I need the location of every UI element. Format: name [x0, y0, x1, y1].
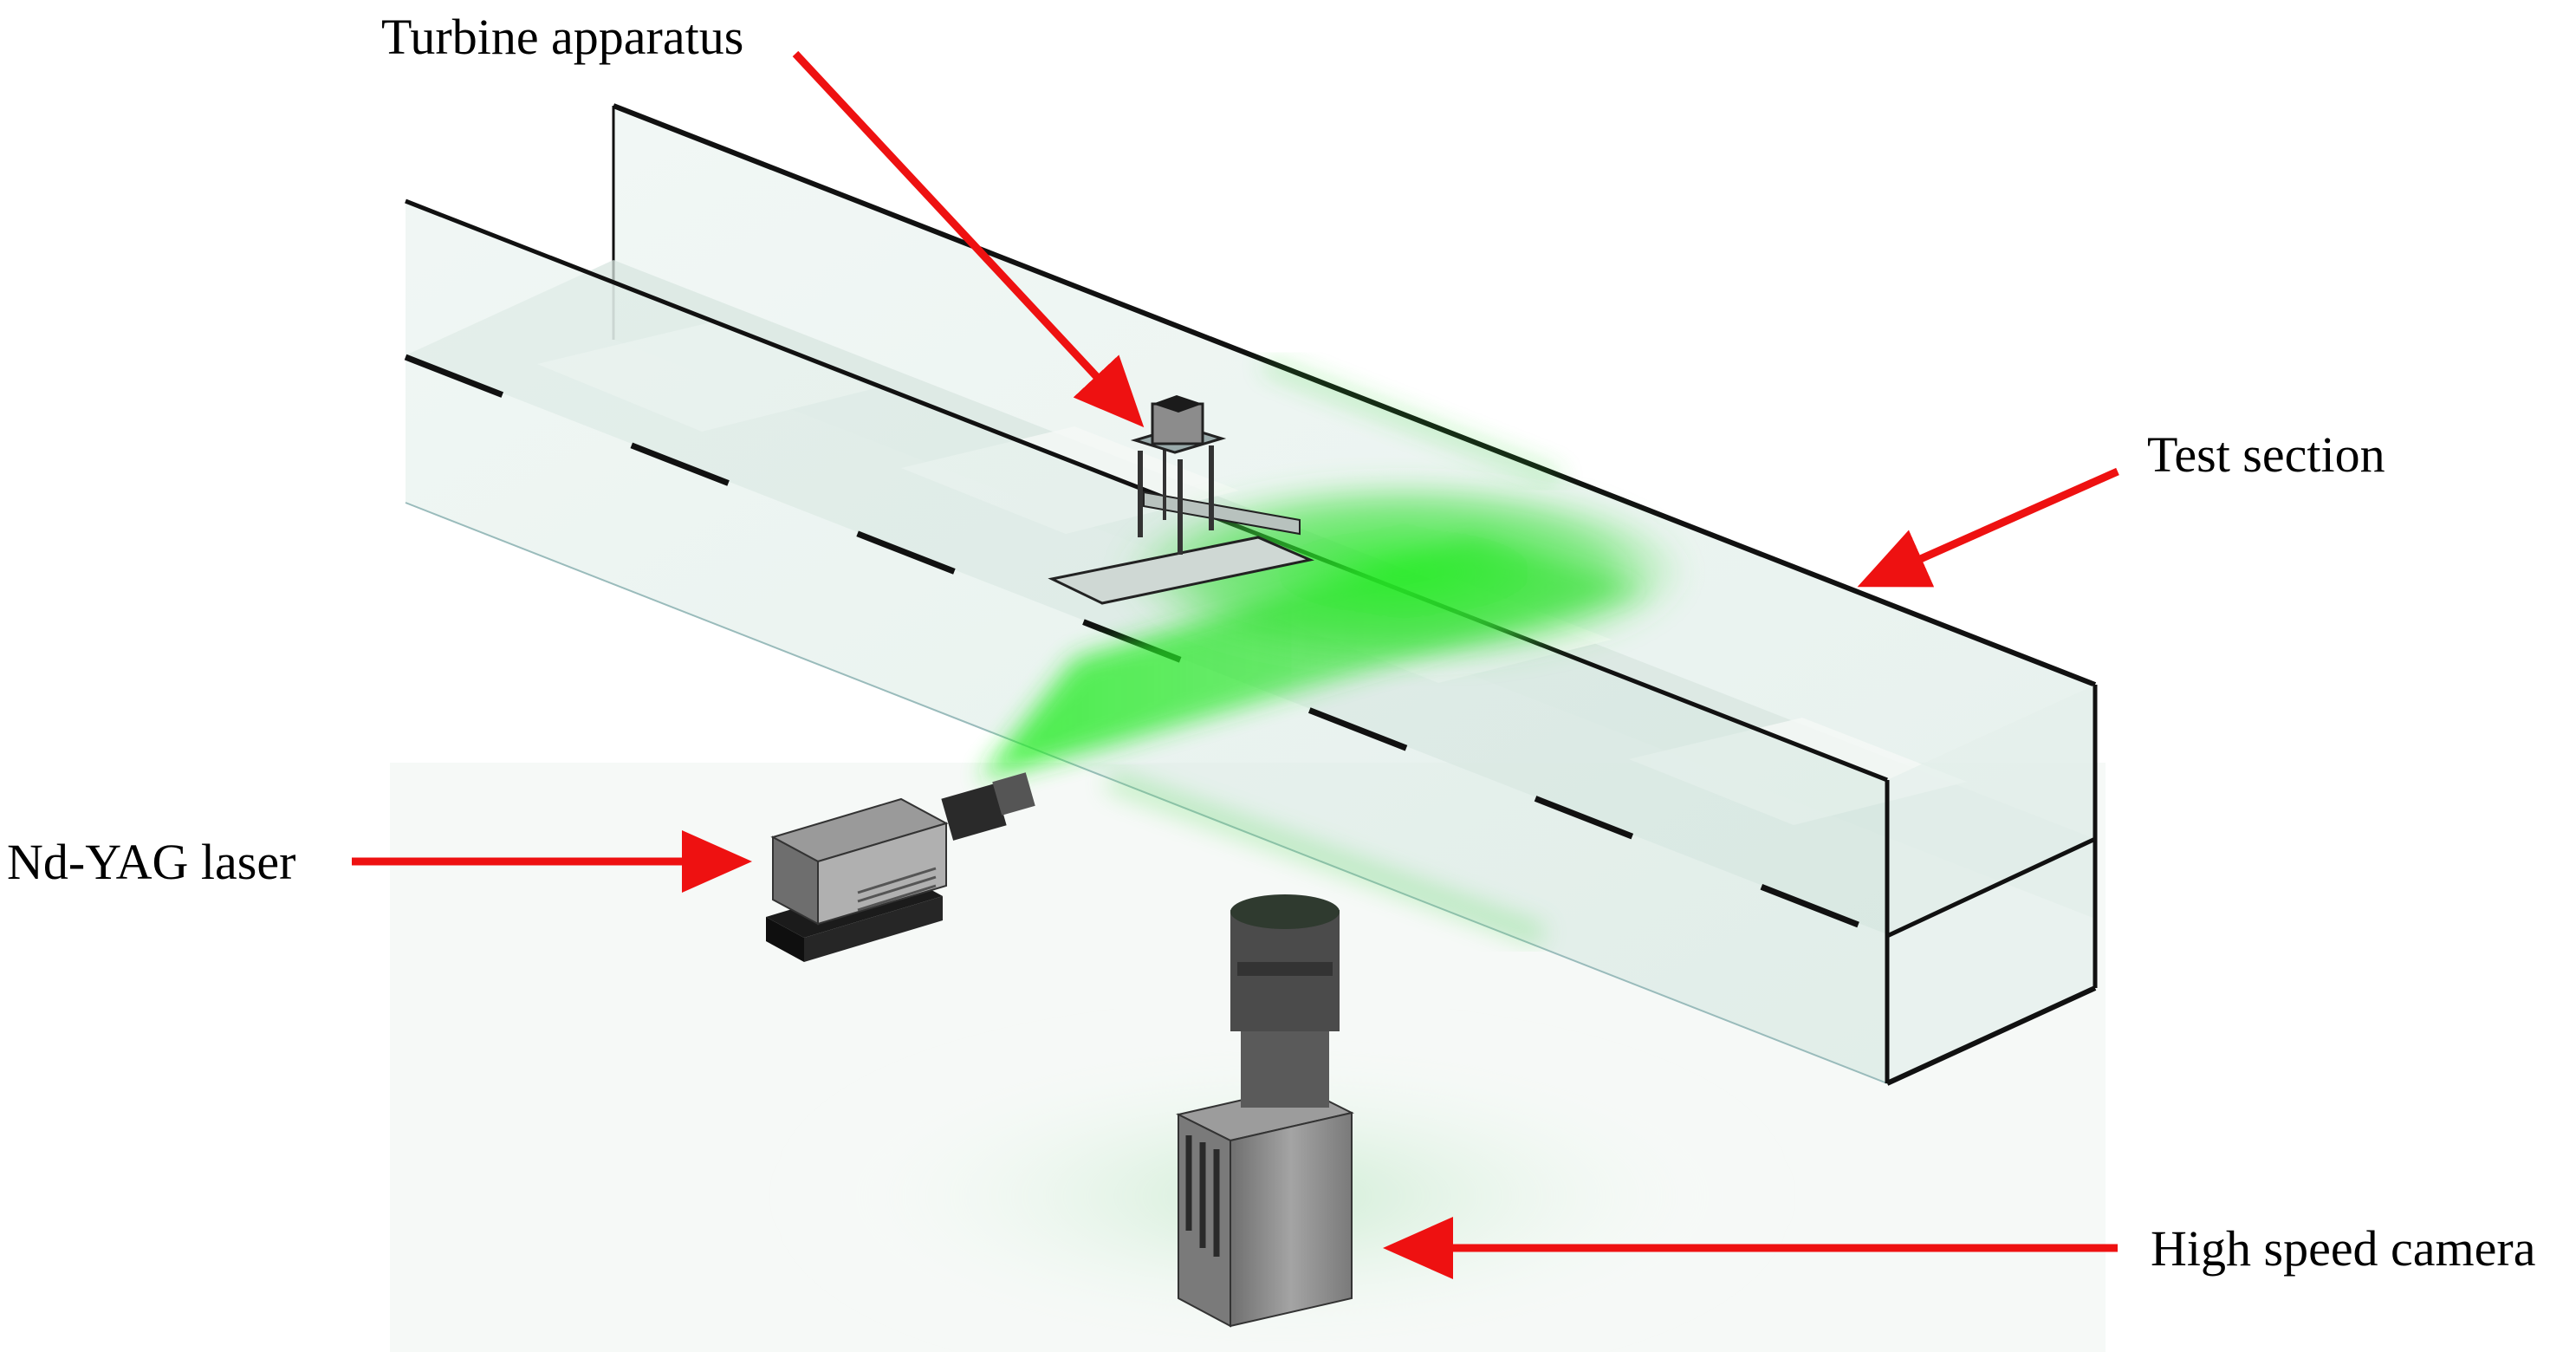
label-high-speed-camera: High speed camera — [2151, 1220, 2536, 1277]
turbine-apparatus — [1048, 395, 1314, 605]
label-turbine-apparatus: Turbine apparatus — [381, 9, 744, 65]
annotation-arrows — [352, 50, 2119, 1279]
arrow-test-section — [1857, 467, 2119, 588]
high-speed-camera — [1176, 894, 1354, 1328]
label-test-section: Test section — [2147, 426, 2385, 483]
arrow-turbine — [792, 50, 1145, 428]
label-nd-yag-laser: Nd-YAG laser — [7, 834, 296, 890]
end-cap — [1887, 685, 2095, 1083]
nd-yag-laser-device — [766, 772, 1035, 962]
